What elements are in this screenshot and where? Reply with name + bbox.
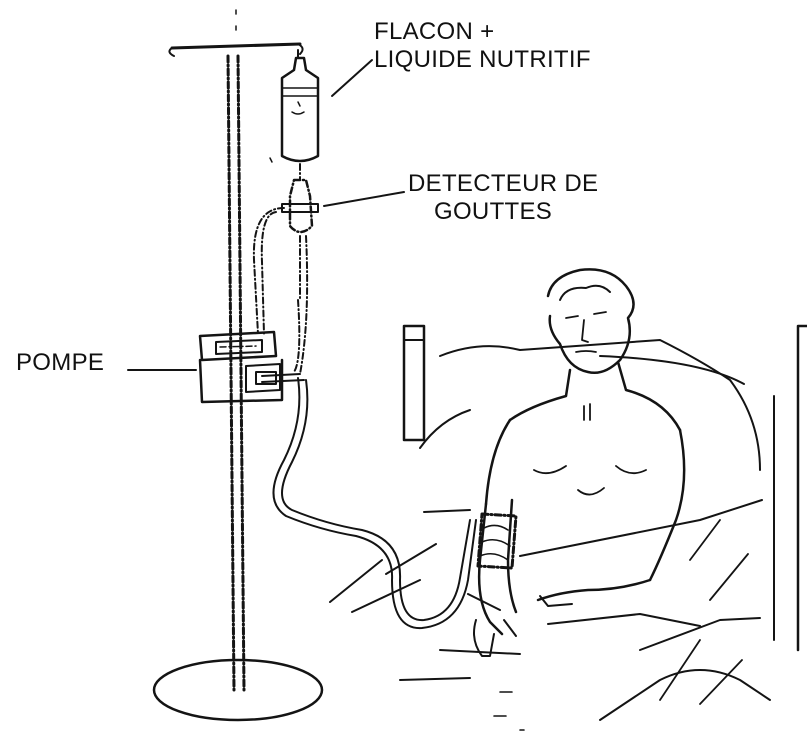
flacon-pointer [332,60,372,96]
flacon-label-line2: LIQUIDE NUTRITIF [374,46,591,74]
bed [404,326,807,650]
feeding-tube-upper [294,236,307,374]
detecteur-label-line2: GOUTTES [408,198,598,226]
feeding-tube-lower [273,378,476,628]
detecteur-label: DETECTEUR DE GOUTTES [408,170,598,226]
detecteur-pointer [324,192,404,206]
pompe-label: POMPE [16,349,104,377]
pump-device [200,332,304,402]
detector-cable [254,208,284,334]
flacon-label: FLACON + LIQUIDE NUTRITIF [374,18,591,74]
nutrient-bottle [270,50,318,180]
patient [330,269,770,730]
detecteur-label-line1: DETECTEUR DE [408,170,598,197]
flacon-label-line1: FLACON + [374,18,494,45]
drop-chamber [282,180,318,300]
